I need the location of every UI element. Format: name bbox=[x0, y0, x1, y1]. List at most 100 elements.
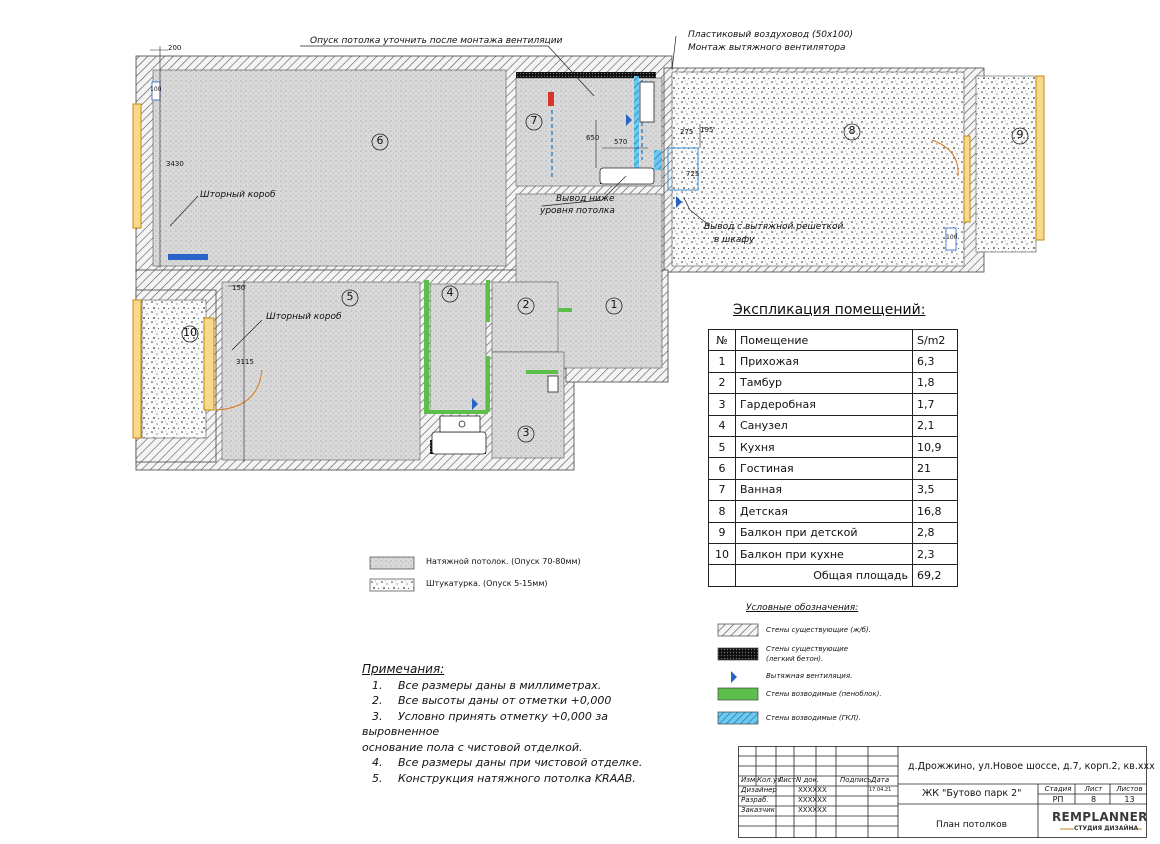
stamp-sheet-title: План потолков bbox=[936, 820, 1007, 830]
stamp-project: ЖК "Бутово парк 2" bbox=[922, 788, 1022, 799]
row-area: 1,7 bbox=[912, 393, 958, 416]
row-area: 2,1 bbox=[912, 414, 958, 437]
exit-grille-1: Вывод с вытяжной решеткой bbox=[704, 222, 844, 232]
dim-150: 150 bbox=[232, 284, 246, 292]
row-area: 3,5 bbox=[912, 478, 958, 502]
door-swings bbox=[215, 139, 959, 411]
dim-100a: 100 bbox=[150, 86, 162, 93]
row-area: 2,8 bbox=[912, 521, 958, 544]
stamp-h-sheets: Листов bbox=[1116, 785, 1143, 793]
symbol-new-foam: Стены возводимые (пеноблок). bbox=[766, 690, 882, 698]
dim-275: 275 bbox=[680, 128, 694, 136]
row-num: 9 bbox=[708, 521, 736, 544]
stamp-h-data: Дата bbox=[871, 776, 890, 784]
stamp-h-stage: Стадия bbox=[1044, 785, 1072, 793]
row-num: 3 bbox=[708, 393, 736, 416]
room-6-label: 6 bbox=[376, 134, 384, 147]
fixtures bbox=[431, 167, 655, 455]
dimension-lines bbox=[150, 46, 701, 462]
dim-3430: 3430 bbox=[166, 160, 184, 168]
notes-block: Примечания: 1.Все размеры даны в миллиме… bbox=[362, 662, 682, 786]
room-7-label: 7 bbox=[530, 114, 538, 127]
stamp-h-ndok: N док. bbox=[796, 776, 820, 784]
stamp-name-3: XXXXXX bbox=[798, 806, 827, 814]
room-9-label: 9 bbox=[1016, 128, 1024, 141]
row-area: 10,9 bbox=[912, 435, 958, 459]
table-header-row: № Помещение S/m2 bbox=[708, 328, 958, 352]
stamp-role-2: Разраб. bbox=[741, 796, 769, 804]
note-item: 4. Все размеры даны при чистовой отделке. bbox=[362, 755, 682, 771]
logo-remplanner: REMPLANNER bbox=[1052, 810, 1148, 824]
room-2-label: 2 bbox=[522, 298, 530, 311]
stamp-sheets: 13 bbox=[1124, 795, 1135, 804]
stamp-role-3: Заказчик bbox=[741, 806, 775, 814]
stamp-h-kol: Кол.уч. bbox=[757, 776, 784, 784]
curtain-box-label-2: Шторный короб bbox=[266, 312, 342, 322]
legend-plaster-label: Штукатурка. (Опуск 5-15мм) bbox=[426, 579, 548, 588]
new-foam-walls bbox=[424, 280, 572, 414]
explication-title: Экспликация помещений: bbox=[733, 302, 926, 318]
row-area: 2,3 bbox=[912, 542, 958, 566]
stamp-role-1: Дизайнер bbox=[741, 786, 777, 794]
duct-note-1: Пластиковый воздуховод (50х100) bbox=[688, 30, 853, 40]
stamp-h-list: Лист bbox=[778, 776, 796, 784]
row-room: Ванная bbox=[735, 478, 913, 502]
note-item: 5. Конструкция натяжного потолка KRAAB. bbox=[362, 771, 682, 787]
note-text: Конструкция натяжного потолка KRAAB. bbox=[398, 771, 636, 785]
legend-stretch-label: Натяжной потолок. (Опуск 70-80мм) bbox=[426, 557, 581, 566]
stamp-h-podp: Подпись bbox=[840, 776, 872, 784]
row-num: 6 bbox=[708, 457, 736, 480]
row-area: 1,8 bbox=[912, 371, 958, 395]
stamp-name-2: XXXXXX bbox=[798, 796, 827, 804]
stamp-sheet: 8 bbox=[1090, 795, 1097, 804]
note-num: 4. bbox=[372, 756, 383, 769]
row-room: Балкон при кухне bbox=[735, 542, 913, 566]
room-5-area bbox=[221, 281, 421, 461]
table-total-row: Общая площадь 69,2 bbox=[708, 564, 958, 587]
room-9-area bbox=[975, 75, 1037, 253]
row-room: Прихожая bbox=[735, 350, 913, 373]
header-num: № bbox=[708, 328, 736, 352]
dim-200: 200 bbox=[168, 44, 182, 52]
legend-swatches bbox=[369, 556, 759, 725]
room-8-area bbox=[671, 71, 965, 267]
row-num: 8 bbox=[708, 500, 736, 523]
dim-195: 195 bbox=[700, 126, 714, 134]
symbol-exhaust: Вытяжная вентиляция. bbox=[766, 672, 853, 680]
dim-650: 650 bbox=[586, 134, 600, 142]
note-num: 2. bbox=[372, 694, 383, 707]
room-3-area bbox=[491, 351, 565, 459]
room-10-area bbox=[141, 299, 207, 439]
stamp-date: 17.04.21 bbox=[869, 787, 892, 793]
notes-title: Примечания: bbox=[362, 662, 445, 676]
exit-below-2: уровня потолка bbox=[540, 206, 615, 216]
row-room: Балкон при детской bbox=[735, 521, 913, 544]
symbol-existing-light-1: Стены существующие bbox=[766, 645, 849, 653]
note-num: 3. bbox=[372, 709, 383, 723]
stamp-name-1: XXXXXX bbox=[798, 786, 827, 794]
room-markers bbox=[181, 113, 1029, 443]
row-num: 2 bbox=[708, 371, 736, 395]
note-text: Все размеры даны при чистовой отделке. bbox=[398, 756, 643, 769]
dim-570: 570 bbox=[614, 138, 628, 146]
row-num: 1 bbox=[708, 350, 736, 373]
note-text: основание пола с чистовой отделкой. bbox=[362, 740, 583, 754]
note-num: 5. bbox=[372, 771, 383, 785]
room-4-area bbox=[429, 283, 487, 413]
total-label: Общая площадь bbox=[735, 564, 913, 587]
room-6-area bbox=[152, 69, 507, 267]
header-area: S/m2 bbox=[912, 328, 958, 352]
row-room: Санузел bbox=[735, 414, 913, 437]
room-8-label: 8 bbox=[848, 124, 856, 137]
row-num: 10 bbox=[708, 542, 736, 566]
